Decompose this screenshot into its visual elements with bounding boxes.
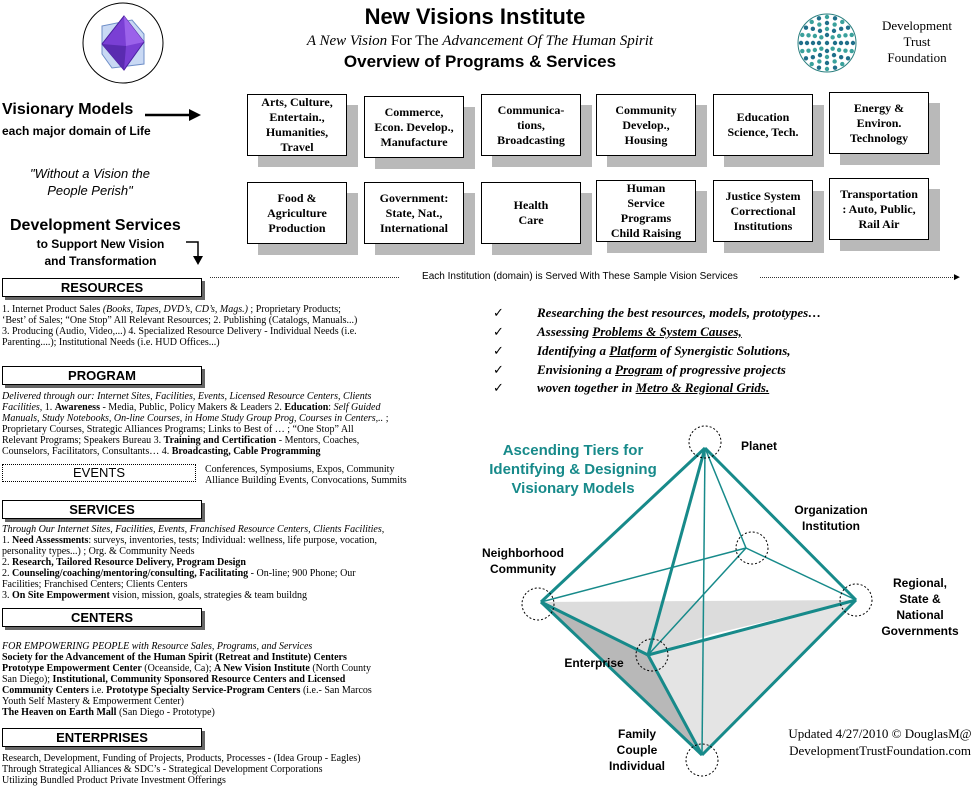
tiers-heading: Ascending Tiers for Identifying & Design… [489,442,657,497]
visionary-models-subheading: each major domain of Life [2,124,151,138]
checkmark-icon: ✓ [493,362,504,377]
vertex-organization-marker [735,531,769,565]
checklist-item-assessing: ✓Assessing Problems & System Causes, [493,324,742,339]
services-heading: SERVICES [2,500,202,519]
label-planet: Planet [740,439,777,453]
domain-box-government: Government:State, Nat.,International [364,182,464,244]
vertex-family-marker [685,743,719,777]
vision-quote: "Without a Vision the People Perish" [30,166,150,198]
octahedron-diagram [521,425,873,777]
edge-planet-family [701,447,706,756]
edge-planet-neighborhood [539,446,707,604]
foundation-logo [796,12,858,74]
checkmark-icon: ✓ [493,380,504,395]
edge-neighborhood-organization [540,547,747,603]
arrow-right-icon [145,109,201,121]
domain-box-communications: Communica-tions,Broadcasting [481,94,581,156]
vertex-neighborhood-marker [521,587,555,621]
domain-box-transportation: Transportation: Auto, Public,Rail Air [829,178,929,240]
domain-box-energy: Energy &Environ.Technology [829,92,929,154]
edge-enterprise-family [646,654,704,756]
resources-heading: RESOURCES [2,278,202,297]
checklist-item-identifying: ✓Identifying a Platform of Synergistic S… [493,343,791,358]
checklist-item-woven: ✓woven together in Metro & Regional Grid… [493,380,770,395]
enterprises-text: Research, Development, Funding of Projec… [2,753,361,786]
visionary-models-heading: Visionary Models [2,101,134,118]
vertex-enterprise-marker [635,638,669,672]
edge-planet-enterprise [646,447,707,656]
edge-planet-regional [703,446,858,602]
dotted-arrow-icon: ► [952,272,962,283]
vertex-regional-marker [839,583,873,617]
checkmark-icon: ✓ [493,305,504,320]
page-title: New Visions Institute [364,4,586,29]
domain-box-commerce: Commerce,Econ. Develop.,Manufacture [364,96,464,158]
centers-heading: CENTERS [2,608,202,627]
plane-right-face [648,600,856,755]
centers-text: FOR EMPOWERING PEOPLE with Resource Sale… [2,641,372,718]
services-text: Through Our Internet Sites, Facilities, … [2,524,385,601]
checkmark-icon: ✓ [493,324,504,339]
events-heading: EVENTS [2,464,196,482]
edge-neighborhood-family [539,600,704,757]
edge-enterprise-regional [647,598,857,657]
edge-organization-regional [745,547,857,601]
enterprises-heading: ENTERPRISES [2,728,202,747]
events-text: Conferences, Symposiums, Expos, Communit… [205,464,407,486]
checklist-item-envisioning: ✓Envisioning a Program of progressive pr… [493,362,786,377]
page-subtitle: A New Vision For The Advancement Of The … [306,33,654,49]
edge-neighborhood-enterprise [540,600,649,657]
served-caption: Each Institution (domain) is Served With… [400,271,760,282]
foundation-name: Development Trust Foundation [881,18,953,65]
edge-regional-family [700,598,858,757]
edge-organization-enterprise [647,547,747,656]
checkmark-icon: ✓ [493,343,504,358]
updated-note: Updated 4/27/2010 © DouglasM@ Developmen… [788,726,972,758]
development-services-subheading: to Support New Vision and Transformation [36,237,165,268]
plane-left-face [541,600,856,655]
program-text: Delivered through our: Internet Sites, F… [2,391,389,457]
overview-heading: Overview of Programs & Services [343,52,617,71]
arrow-down-icon [186,241,203,265]
checklist-item-researching: ✓Researching the best resources, models,… [493,305,822,320]
vertex-planet-marker [688,425,722,459]
program-heading: PROGRAM [2,366,202,385]
institute-logo [82,2,164,84]
resources-text: 1. Internet Product Sales (Books, Tapes,… [2,304,358,348]
edge-planet-organization [704,447,747,549]
development-services-heading: Development Services [10,217,181,234]
label-enterprise: Enterprise [564,656,624,670]
domain-box-arts: Arts, Culture,Entertain.,Humanities,Trav… [247,94,347,156]
